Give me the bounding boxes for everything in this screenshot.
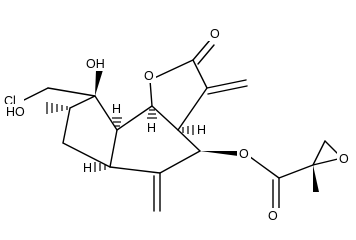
atom-h-c9b: H	[147, 121, 156, 135]
bond-c9b-o	[149, 79, 153, 107]
atom-oh-top: OH	[86, 57, 105, 71]
bond-c3-ch2-double-a	[206, 79, 247, 89]
hashed-bonds	[46, 102, 194, 172]
bond-o-c2	[149, 59, 194, 81]
atom-labels: Cl OH HO H H H H O O O O O	[4, 26, 351, 223]
bond-c8-c7	[69, 95, 96, 109]
bond-cepox-ch2	[312, 140, 326, 166]
bond-c5r-c6r	[109, 166, 161, 174]
bond-ch2-cl	[21, 87, 49, 102]
atom-o-ester-carbonyl: O	[268, 209, 278, 223]
atom-h-c9a: H	[112, 102, 121, 116]
atom-ho-left: HO	[6, 105, 25, 119]
bond-c9b-c3a	[151, 105, 179, 131]
single-bonds	[21, 59, 343, 179]
atom-o-ring: O	[144, 69, 154, 83]
bond-c2-c3	[192, 59, 208, 89]
wedge-c4-o	[200, 151, 246, 157]
bond-c8-ch2	[47, 87, 96, 97]
atom-o-epoxide: O	[339, 152, 349, 166]
wedge-cepox-methyl	[313, 165, 319, 192]
bond-o-cester	[245, 153, 280, 179]
bond-c7-c6	[62, 107, 71, 144]
atom-cl: Cl	[4, 94, 16, 108]
bond-c9a-c9b	[116, 105, 153, 131]
bond-c5-c9a	[109, 129, 118, 168]
bond-c4-c5r	[159, 150, 201, 174]
bond-c9-c8	[94, 95, 118, 131]
double-bonds	[153, 39, 280, 213]
bond-c2-o-double-a	[192, 39, 211, 61]
atom-o-lactone-carbonyl: O	[210, 27, 220, 41]
bond-c3-ch2-double-b	[207, 85, 248, 95]
bond-cester-cepox	[278, 164, 314, 179]
wedge-c8-oh	[95, 70, 103, 96]
atom-h-c5: H	[83, 161, 92, 175]
atom-h-c3a: H	[197, 123, 206, 137]
atom-o-ester: O	[239, 147, 249, 161]
wedge-bonds	[95, 70, 319, 192]
bond-c3-c3a	[177, 87, 208, 131]
bond-c6-c5	[62, 142, 111, 168]
bond-c2-o-double-b	[197, 44, 215, 65]
bond-c3a-c4	[177, 129, 201, 152]
